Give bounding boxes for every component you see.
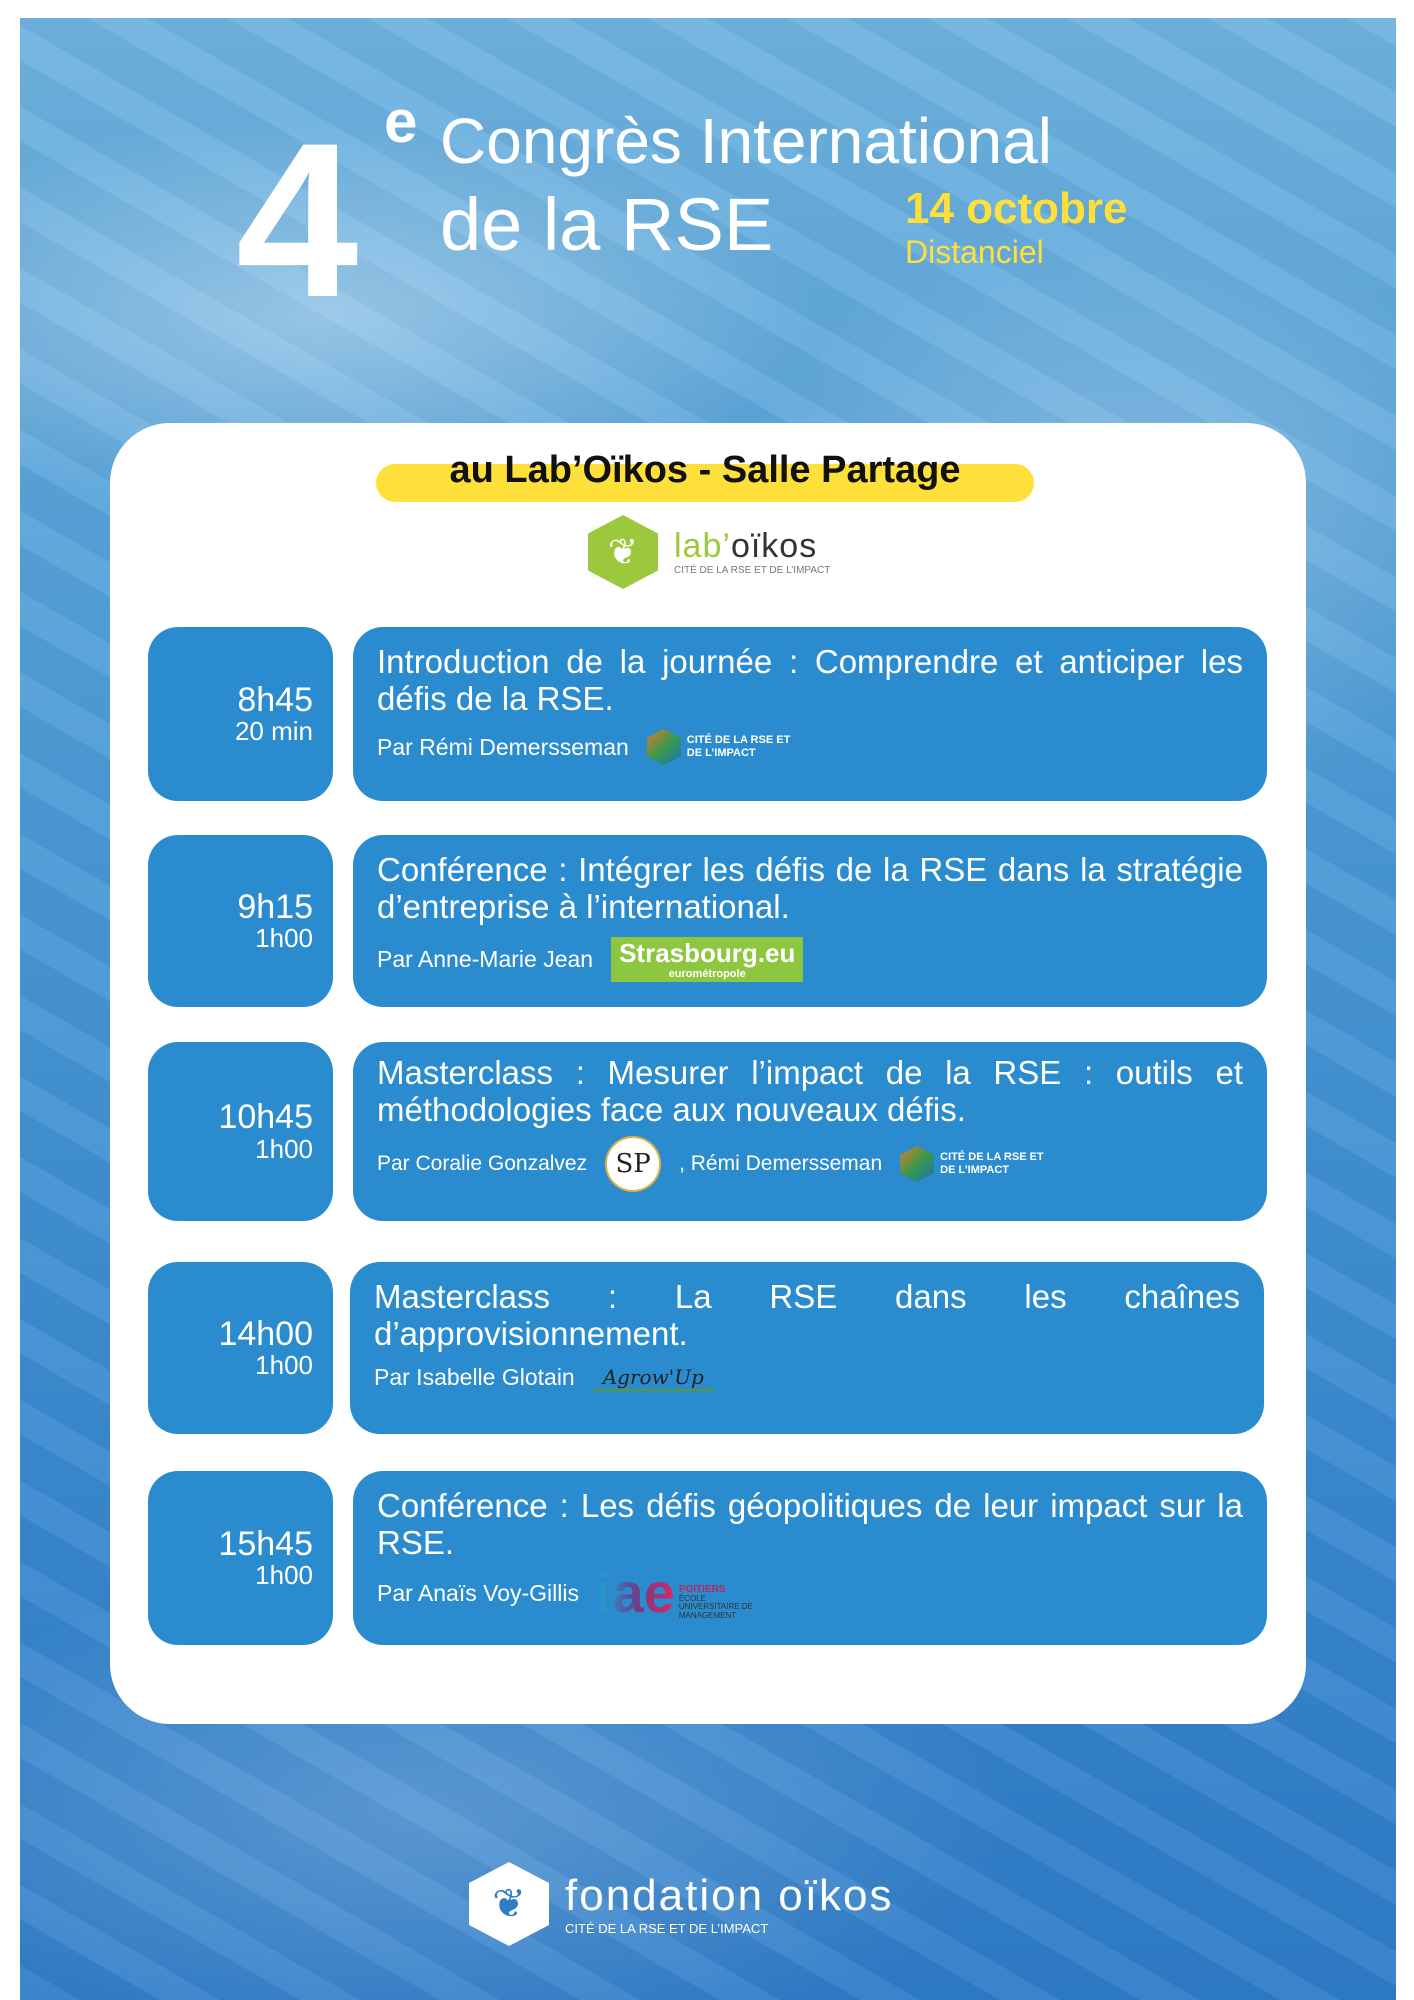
logo-sub: CITÉ DE LA RSE ET DE L’IMPACT (674, 565, 831, 577)
time: 9h15 (237, 887, 313, 926)
time: 10h45 (218, 1098, 313, 1136)
session-time: 15h45 1h00 (148, 1471, 333, 1645)
venue-label: au Lab’Oïkos - Salle Partage (449, 449, 961, 491)
speaker: Par Anne-Marie Jean (377, 945, 594, 972)
cite-rse-logo: CITÉ DE LA RSE ET DE L’IMPACT (646, 729, 807, 765)
footer-sub: CITÉ DE LA RSE ET DE L’IMPACT (565, 1920, 769, 1936)
sprout-icon: ❦ (469, 1862, 549, 1946)
speaker: Par Coralie Gonzalvez (377, 1152, 588, 1175)
session-card: Conférence : Intégrer les défis de la RS… (353, 835, 1267, 1007)
duration: 1h00 (255, 1133, 313, 1164)
duration: 1h00 (255, 923, 313, 954)
session-card: Introduction de la journée : Comprendre … (353, 627, 1267, 801)
speaker: Par Rémi Demersseman (377, 733, 629, 760)
cite-rse-logo: CITÉ DE LA RSE ET DE L’IMPACT (900, 1146, 1060, 1182)
time: 8h45 (237, 680, 313, 719)
duration: 1h00 (255, 1350, 313, 1381)
event-date: 14 octobre (905, 184, 1128, 233)
speaker: Par Isabelle Glotain (374, 1364, 575, 1390)
logo-prefix: lab’ (674, 526, 731, 565)
sprout-icon: ❦ (588, 515, 658, 589)
agrowup-logo: Agrow'Up (592, 1365, 714, 1391)
time: 14h00 (218, 1314, 313, 1353)
session-title: Conférence : Les défis géopolitiques de … (377, 1487, 1243, 1561)
session-time: 10h45 1h00 (148, 1042, 333, 1221)
session-time: 9h15 1h00 (148, 835, 333, 1007)
logo-name: oïkos (730, 526, 818, 565)
laboikos-logo: ❦ lab’oïkos CITÉ DE LA RSE ET DE L’IMPAC… (588, 515, 830, 589)
session-card: Masterclass : Mesurer l’impact de la RSE… (353, 1042, 1267, 1221)
duration: 20 min (234, 716, 313, 747)
venue-highlight (376, 464, 1034, 502)
footer-name: fondation oïkos (565, 1871, 894, 1921)
duration: 1h00 (255, 1560, 313, 1591)
title-line-2: de la RSE (440, 183, 774, 266)
session-title: Conférence : Intégrer les défis de la RS… (377, 851, 1243, 925)
speaker-2: , Rémi Demersseman (679, 1152, 883, 1175)
event-mode: Distanciel (905, 234, 1044, 270)
speaker: Par Anaïs Voy-Gillis (377, 1579, 579, 1606)
title-line-1: Congrès International (440, 105, 1052, 177)
fondation-oikos-logo: ❦ fondation oïkos CITÉ DE LA RSE ET DE L… (469, 1862, 893, 1946)
session-title: Masterclass : Mesurer l’impact de la RSE… (377, 1054, 1243, 1128)
session-title: Introduction de la journée : Comprendre … (377, 643, 1243, 717)
session-card: Masterclass : La RSE dans les chaînes d’… (350, 1262, 1264, 1434)
session-time: 8h45 20 min (148, 627, 333, 801)
edition-number: 4 (236, 97, 359, 343)
session-time: 14h00 1h00 (148, 1262, 333, 1434)
sp-logo: SP (605, 1136, 662, 1192)
session-title: Masterclass : La RSE dans les chaînes d’… (374, 1278, 1240, 1352)
session-card: Conférence : Les défis géopolitiques de … (353, 1471, 1267, 1645)
edition-suffix: e (384, 88, 418, 155)
time: 15h45 (218, 1524, 313, 1563)
